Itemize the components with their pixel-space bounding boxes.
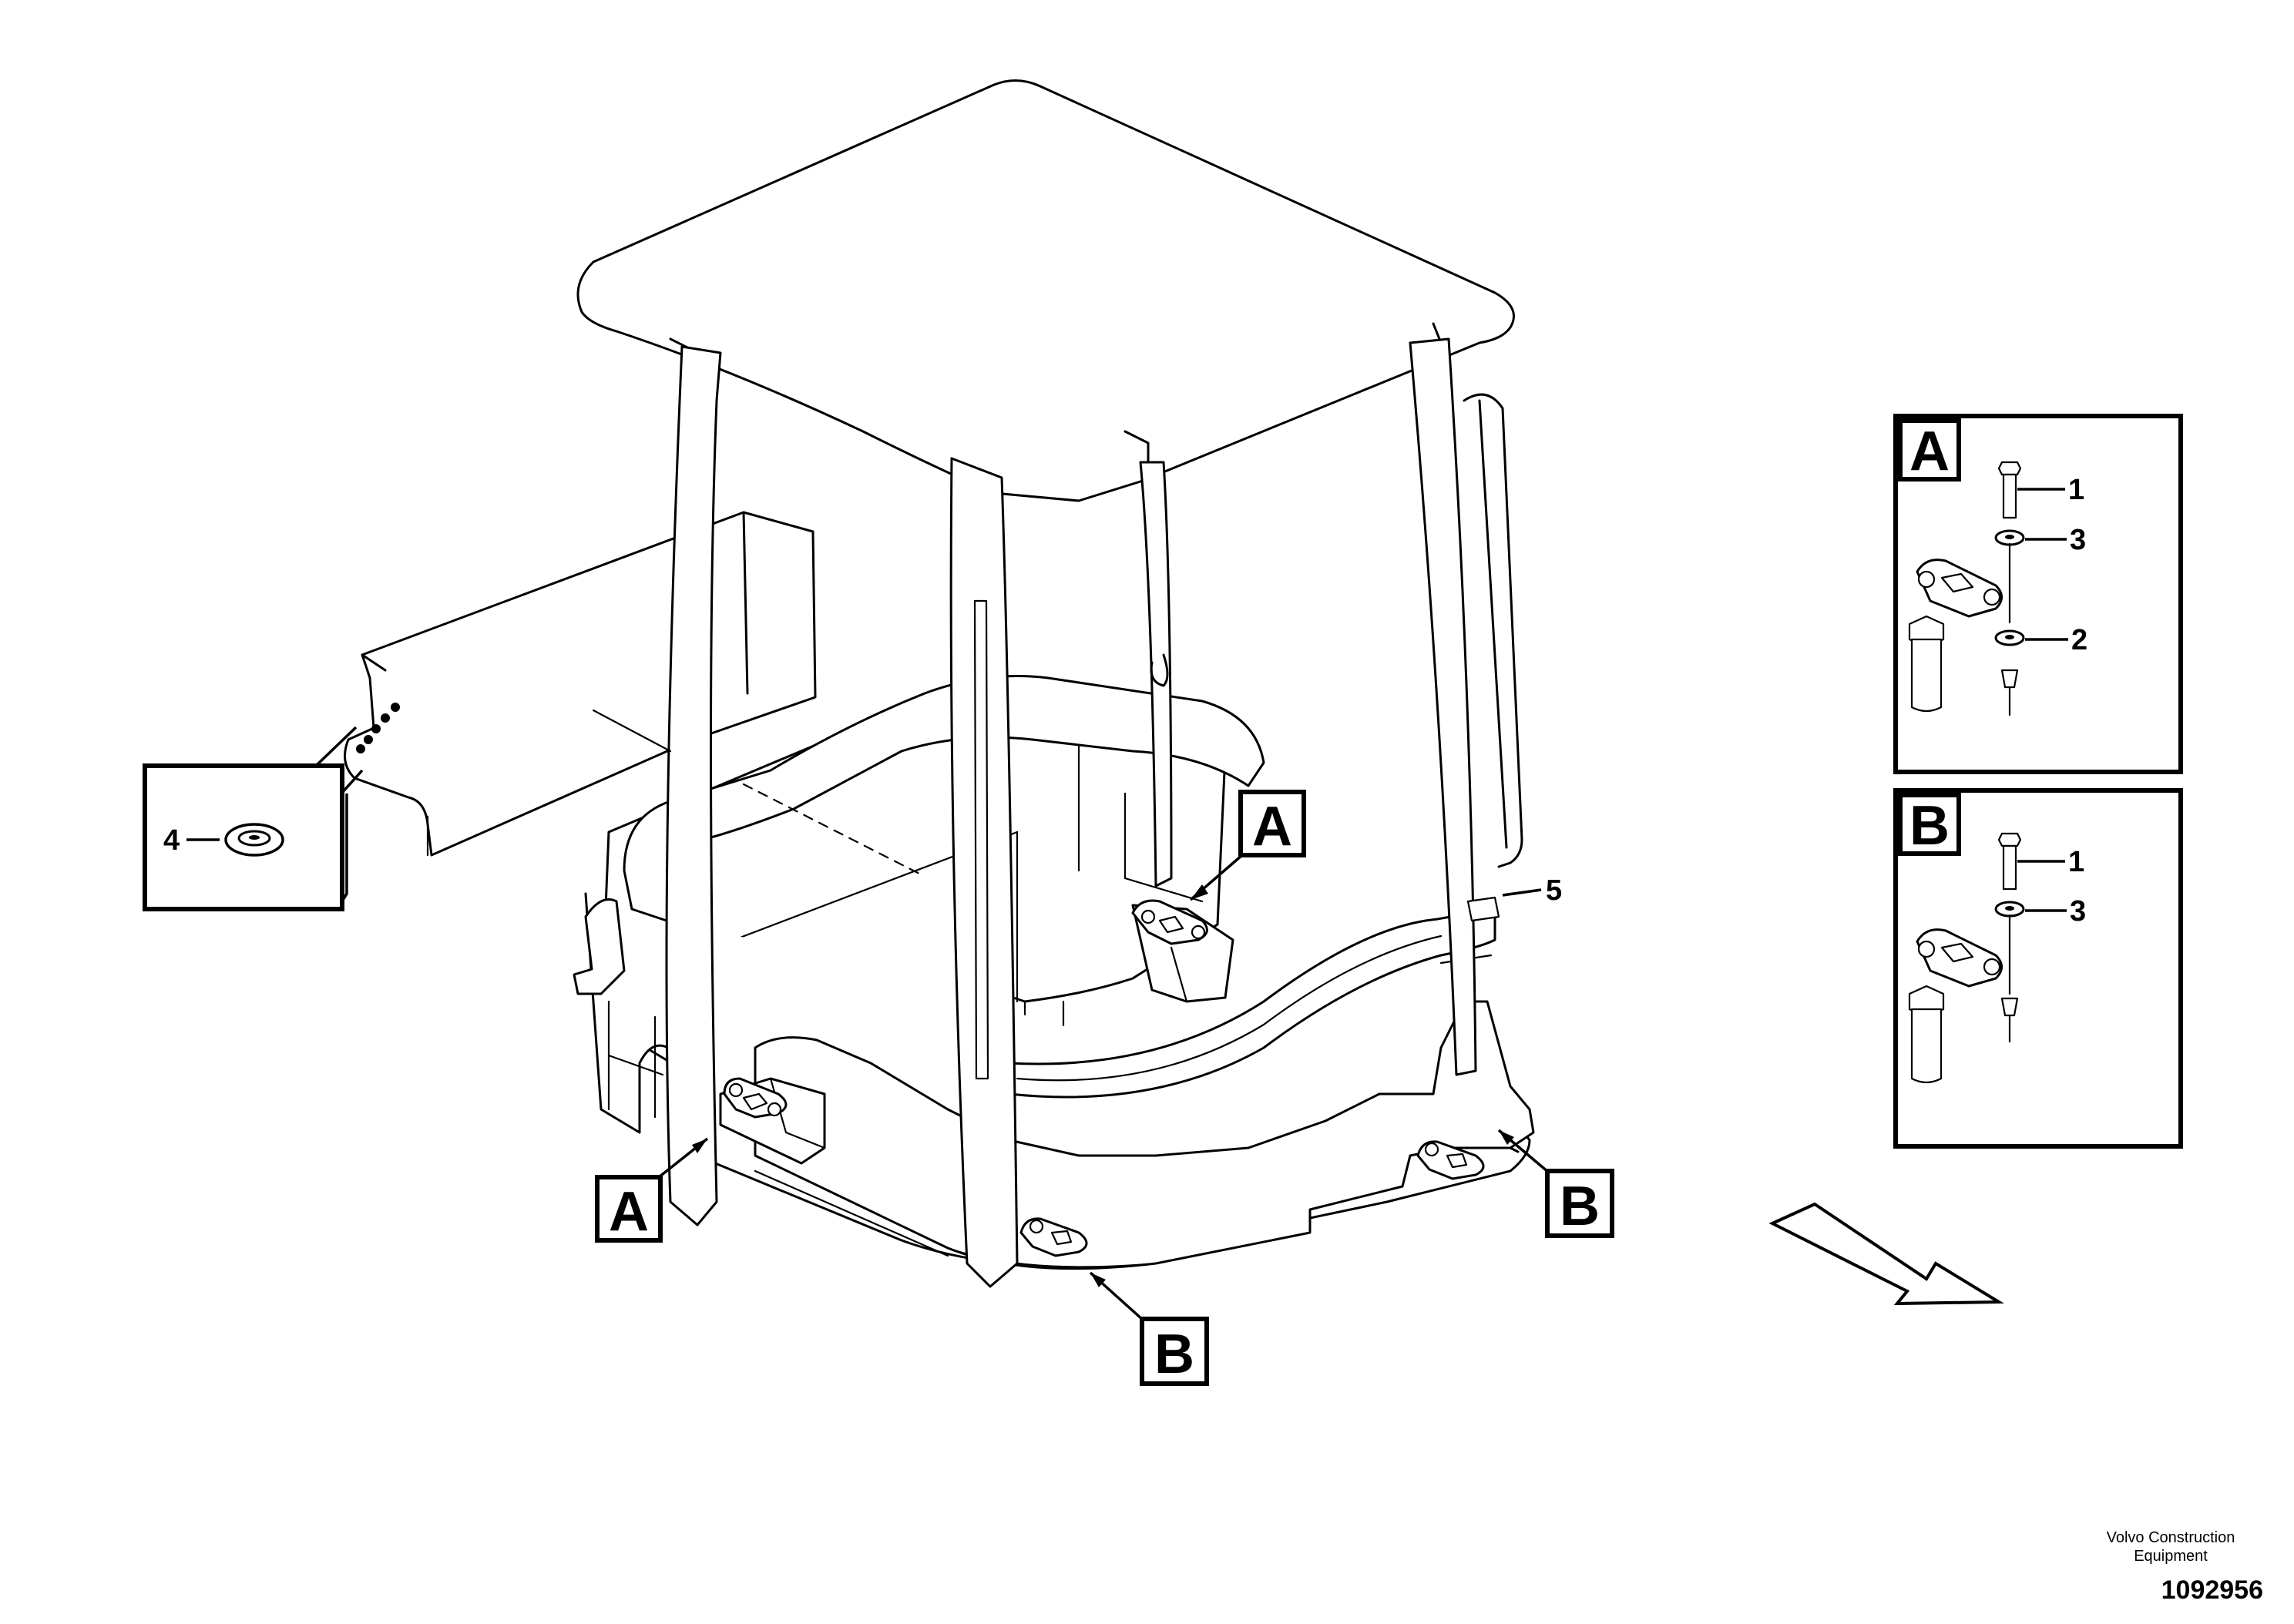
bolt-icon <box>1997 461 2022 519</box>
detail-A-panel: A 1 3 2 <box>1893 414 2183 774</box>
callout-label: A <box>609 1181 649 1243</box>
part-number: 2 <box>2071 624 2087 656</box>
callout-label: A <box>1252 796 1292 857</box>
callout-label: B <box>1154 1324 1194 1385</box>
callout-B-bottom: B <box>1089 1271 1209 1386</box>
grommet-holes <box>356 703 400 753</box>
part-5-tab <box>1466 896 1500 922</box>
cab-roof <box>576 79 1515 502</box>
detail-title: A <box>1909 421 1950 482</box>
spacer-icon <box>1908 615 1945 713</box>
cab-frame-drawing <box>344 79 1535 1288</box>
front-center-pillar <box>949 457 1019 1288</box>
detail-title: B <box>1909 795 1950 857</box>
mount-bracket-rear-center <box>1131 899 1208 945</box>
drawing-number: 1092956 <box>2161 1575 2263 1605</box>
right-handrail <box>1463 393 1523 868</box>
part-number: 1 <box>2068 474 2084 506</box>
brand-line-2: Equipment <box>2134 1548 2208 1565</box>
part-number: 1 <box>2068 846 2084 878</box>
hidden-line <box>592 709 672 753</box>
rear-center-pillar <box>1139 461 1173 887</box>
detail-B-panel: B 1 3 <box>1893 788 2183 1149</box>
mount-bracket-front-left <box>723 1077 788 1119</box>
brand-name: Volvo Construction Equipment <box>2078 1528 2263 1565</box>
front-left-pillar <box>665 345 722 1226</box>
bolt-icon <box>1997 832 2022 891</box>
mount-bracket-rear-right <box>1416 1140 1485 1180</box>
mount-plate-icon <box>1916 559 2003 618</box>
callout-label: B <box>1560 1176 1600 1237</box>
spacer-icon <box>1908 985 1945 1084</box>
callout-A-front: A <box>595 1137 709 1243</box>
part-number: 4 <box>163 824 180 857</box>
part-number: 3 <box>2070 524 2086 556</box>
rear-right-pillar <box>1409 337 1477 1076</box>
left-side-bracket <box>573 898 657 1119</box>
direction-arrow-icon <box>1768 1202 2004 1306</box>
mount-plate-icon <box>1916 928 2003 988</box>
part-number: 3 <box>2070 895 2086 928</box>
brand-line-1: Volvo Construction <box>2106 1529 2235 1546</box>
mount-bracket-front-center <box>1019 1217 1088 1257</box>
hidden-line-dashed <box>742 783 922 876</box>
nut-icon <box>2000 997 2019 1043</box>
callout-part-5: 5 <box>1502 874 1562 907</box>
nut-icon <box>2000 669 2019 716</box>
inset-part-4: 4 <box>143 726 364 911</box>
part-number: 5 <box>1546 874 1562 907</box>
callout-B-right: B <box>1497 1129 1614 1238</box>
callout-A-rear: A <box>1189 790 1306 901</box>
